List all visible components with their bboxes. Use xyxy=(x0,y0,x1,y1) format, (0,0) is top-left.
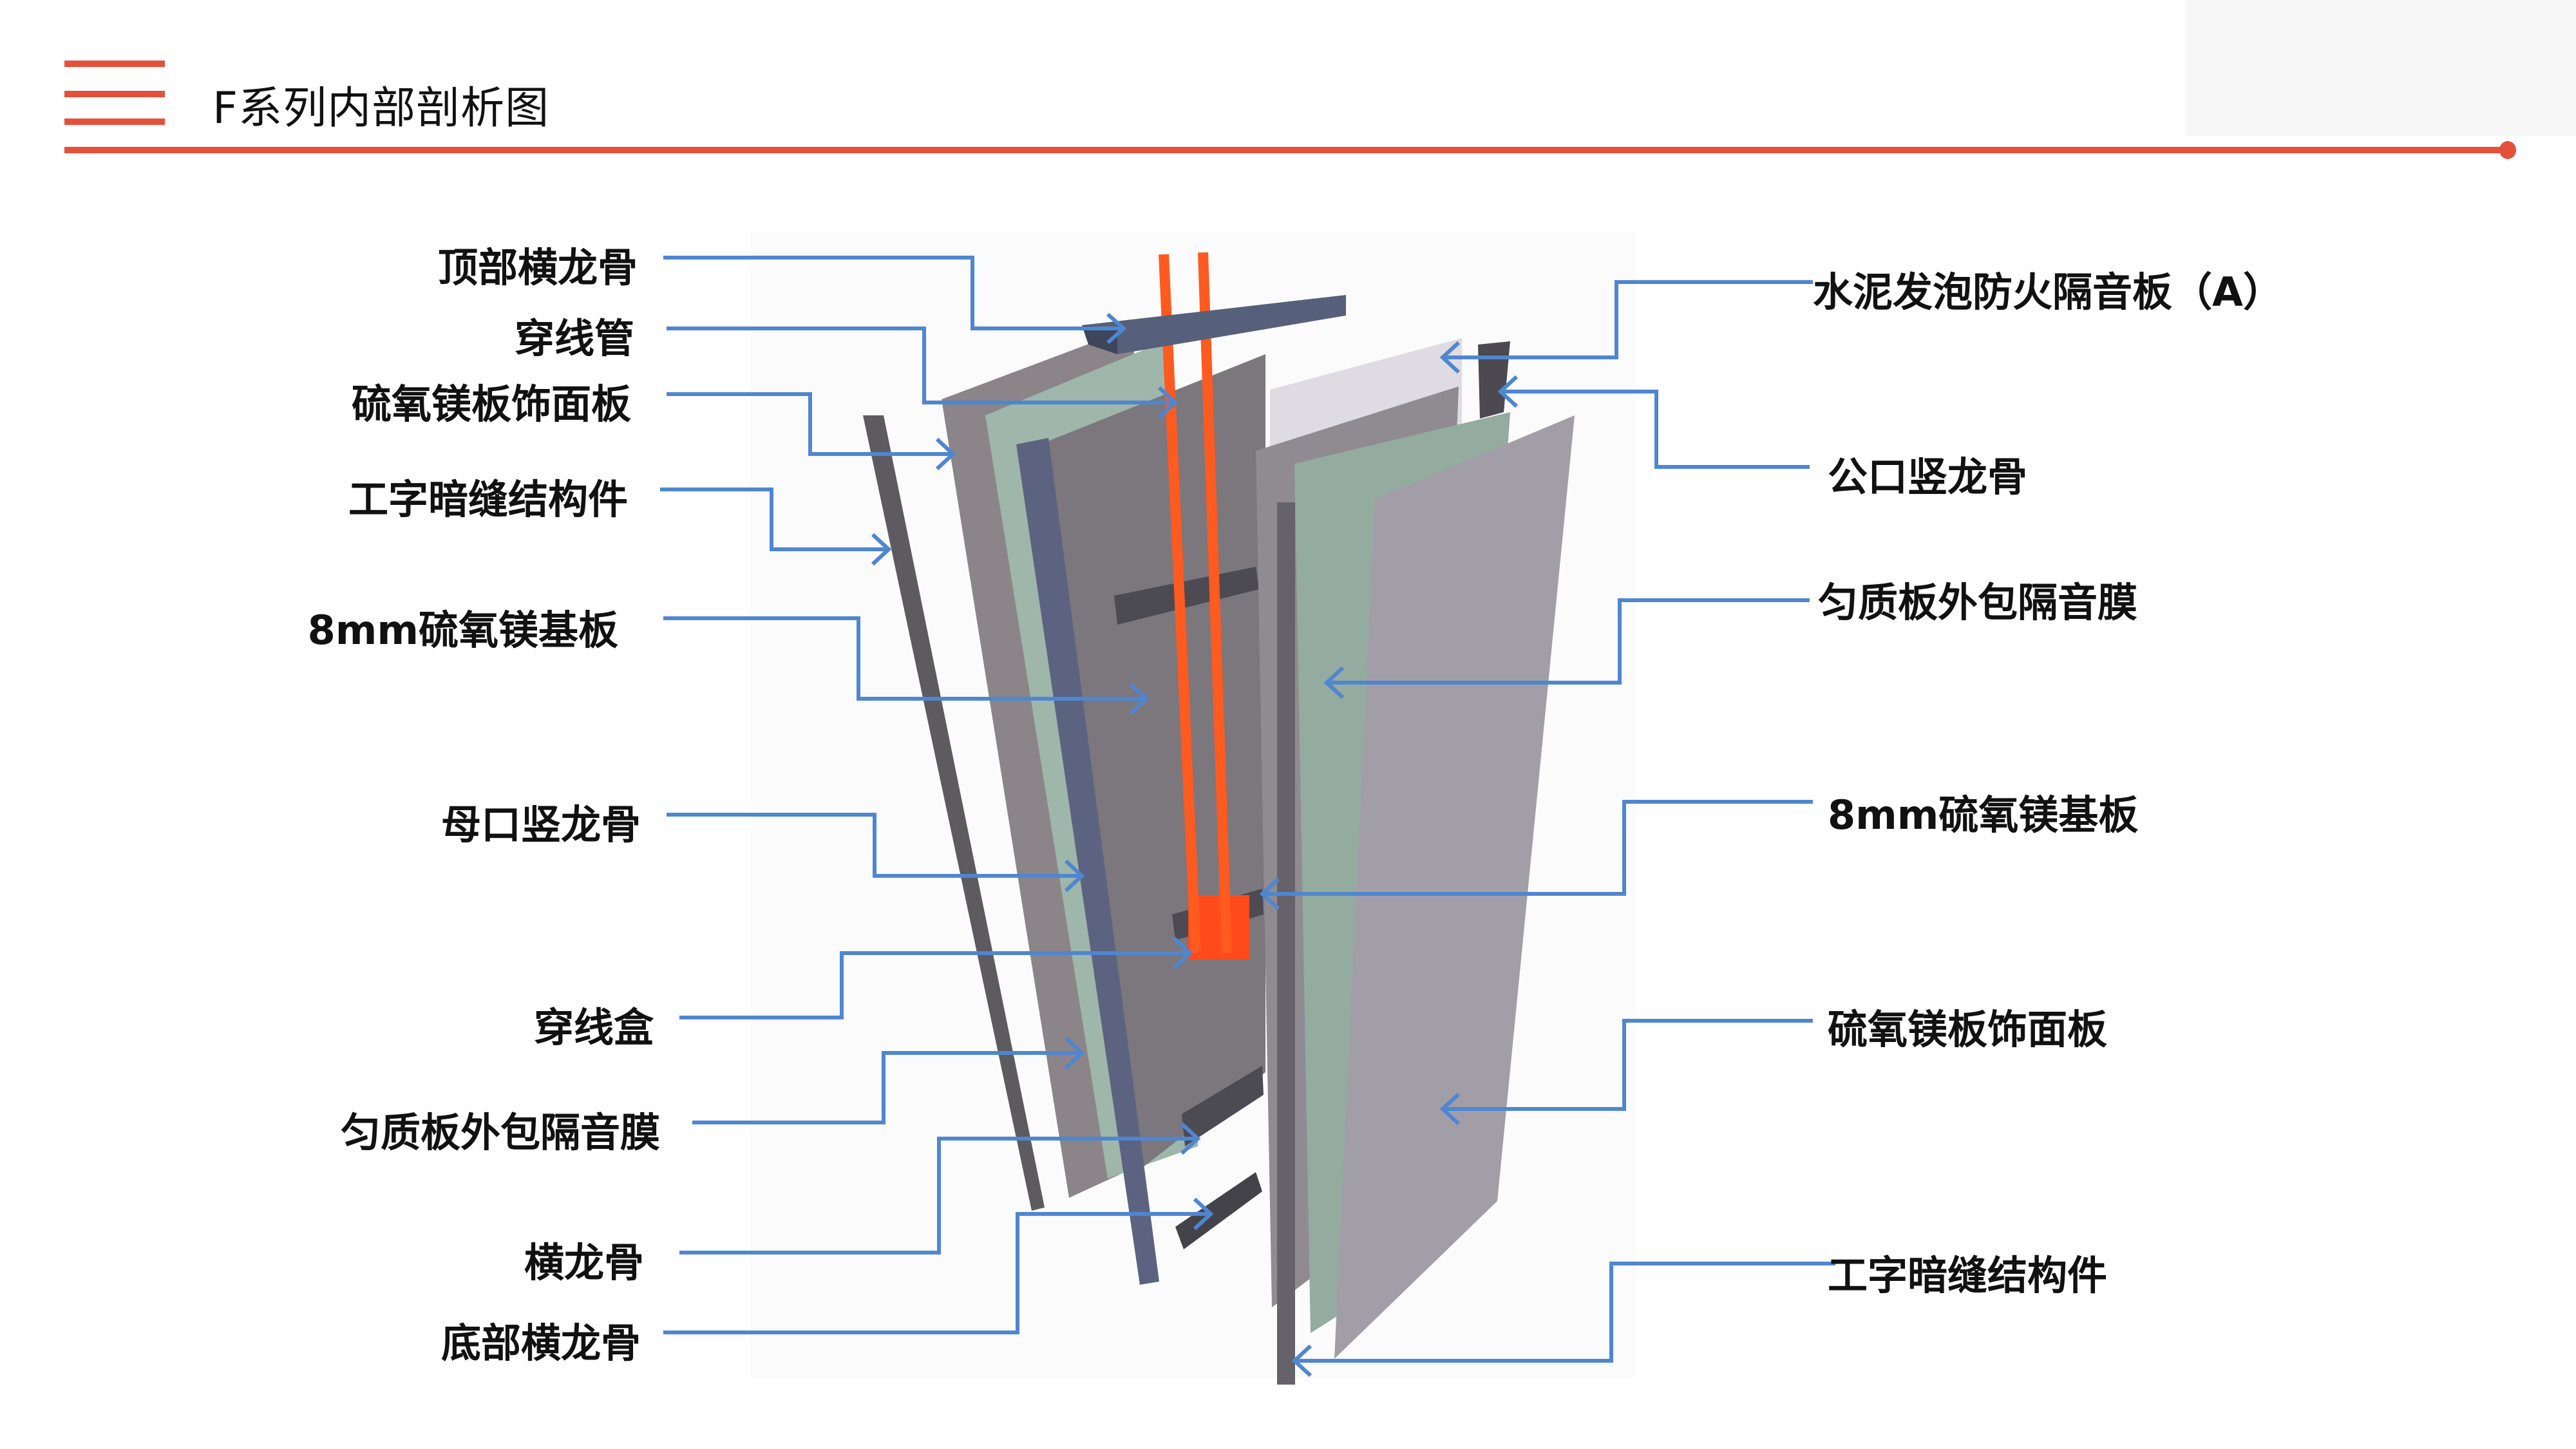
female-stud xyxy=(1016,438,1159,1285)
i-connector-left xyxy=(863,415,1045,1211)
callout-lines-left xyxy=(660,256,1211,1334)
label-horizontal-stud: 横龙骨 xyxy=(524,1239,644,1286)
menu-icon-line-2 xyxy=(64,91,165,97)
callout-i-connector-right xyxy=(1294,1262,1835,1363)
header-divider xyxy=(64,147,2508,153)
callout-male-stud xyxy=(1501,390,1810,469)
label-membrane-right: 匀质板外包隔音膜 xyxy=(1818,579,2138,626)
bottom-runner xyxy=(1175,1172,1262,1249)
male-stud xyxy=(1478,341,1510,419)
callout-cement-foam-board xyxy=(1443,280,1813,359)
header-divider-dot xyxy=(2499,141,2516,159)
callout-i-connector-left xyxy=(660,488,889,551)
label-base-board-left: 8mm硫氧镁基板 xyxy=(307,607,618,654)
label-membrane-left: 匀质板外包隔音膜 xyxy=(340,1109,660,1156)
label-conduit-pipe: 穿线管 xyxy=(514,315,634,362)
callout-membrane-right xyxy=(1327,598,1810,685)
label-base-board-right: 8mm硫氧镁基板 xyxy=(1828,791,2139,838)
callout-arrowheads-right xyxy=(1259,341,1519,1378)
callout-arrowheads-left xyxy=(871,312,1214,1231)
facing-board-right xyxy=(1334,415,1575,1359)
callout-base-board-left xyxy=(663,616,1146,701)
menu-icon-line-1 xyxy=(64,61,165,67)
page-title: F系列内部剖析图 xyxy=(213,83,550,134)
callout-base-board-right xyxy=(1262,800,1813,896)
label-top-runner: 顶部横龙骨 xyxy=(437,244,638,291)
top-runner-side xyxy=(1082,325,1117,354)
callout-conduit-pipe xyxy=(667,327,1175,404)
label-male-stud: 公口竖龙骨 xyxy=(1828,453,2028,500)
callout-facing-board-left xyxy=(667,392,953,456)
conduit-pipe-2 xyxy=(1198,252,1232,954)
label-facing-board-right: 硫氧镁板饰面板 xyxy=(1828,1006,2108,1053)
corner-placeholder xyxy=(2186,0,2576,136)
top-runner xyxy=(1082,295,1346,354)
callout-bottom-runner xyxy=(663,1212,1211,1334)
horizontal-stud-1 xyxy=(1114,567,1259,625)
horizontal-stud-3 xyxy=(1182,1066,1264,1146)
callout-lines-right xyxy=(1262,280,1835,1363)
label-facing-board-left: 硫氧镁板饰面板 xyxy=(351,381,631,428)
label-female-stud: 母口竖龙骨 xyxy=(440,801,641,848)
callout-top-runner xyxy=(663,256,1124,330)
callout-facing-board-right xyxy=(1443,1019,1813,1111)
callout-horizontal-stud xyxy=(679,1137,1198,1255)
label-i-connector-right: 工字暗缝结构件 xyxy=(1828,1252,2108,1299)
callout-membrane-left xyxy=(692,1051,1082,1124)
label-junction-box: 穿线盒 xyxy=(533,1004,654,1051)
i-connector-right xyxy=(1277,502,1295,1385)
menu-icon-line-3 xyxy=(64,118,165,125)
conduit-pipe-1 xyxy=(1159,254,1201,954)
callout-junction-box xyxy=(679,951,1190,1019)
label-i-connector-left: 工字暗缝结构件 xyxy=(348,476,628,523)
label-cement-foam-board: 水泥发泡防火隔音板（A） xyxy=(1813,269,2283,316)
label-bottom-runner: 底部横龙骨 xyxy=(440,1320,641,1367)
callout-female-stud xyxy=(667,813,1082,878)
